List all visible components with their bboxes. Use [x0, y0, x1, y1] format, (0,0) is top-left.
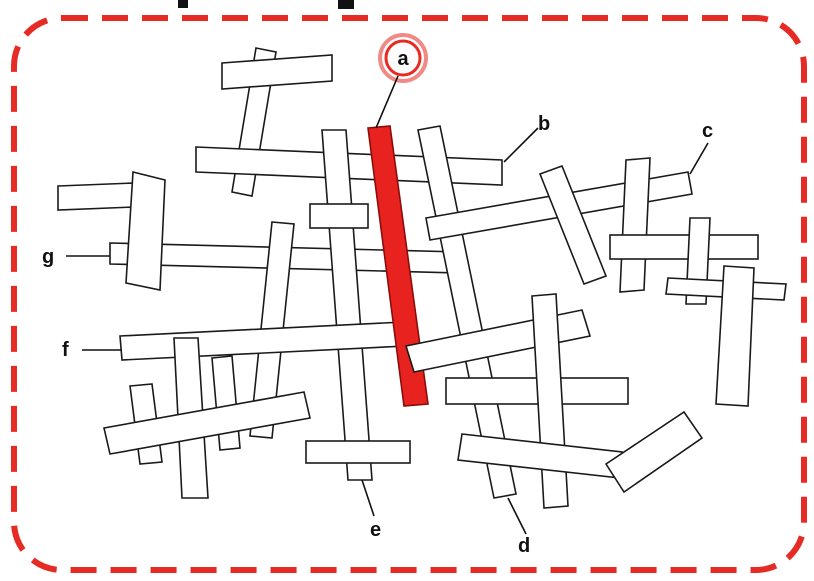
stick-e: [322, 130, 372, 480]
label-d: d: [518, 535, 530, 557]
stick-lower-left-vertical-3: [212, 356, 240, 450]
sticks: [58, 48, 786, 508]
label-f: f: [62, 339, 69, 361]
label-b: b: [538, 113, 550, 135]
label-e: e: [370, 519, 381, 541]
label-f-group: f: [62, 339, 122, 361]
label-g-group: g: [42, 246, 110, 268]
label-d-group: d: [508, 498, 530, 557]
stick-tilted-short: [540, 166, 606, 284]
stick-diagonal-over-a: [406, 310, 590, 372]
stick-right-horizontal: [610, 235, 758, 259]
stick-e-block: [310, 204, 368, 228]
label-c: c: [702, 120, 713, 142]
leader-a: [376, 76, 398, 128]
stick-left-vertical: [126, 172, 165, 290]
stick-top-horizontal: [222, 55, 332, 89]
label-c-group: c: [690, 120, 713, 174]
leader-b: [504, 128, 538, 162]
label-b-group: b: [504, 113, 550, 162]
leader-c: [690, 143, 708, 174]
leader-e: [362, 480, 374, 516]
label-e-group: e: [362, 480, 381, 541]
label-a-group: a: [376, 35, 426, 128]
label-a: a: [397, 48, 409, 70]
cropped-title-fragment: [178, 0, 354, 9]
stick-right-vertical-1: [620, 158, 650, 292]
label-g: g: [42, 246, 54, 268]
leader-d: [508, 498, 526, 534]
stick-e-base: [306, 441, 410, 463]
